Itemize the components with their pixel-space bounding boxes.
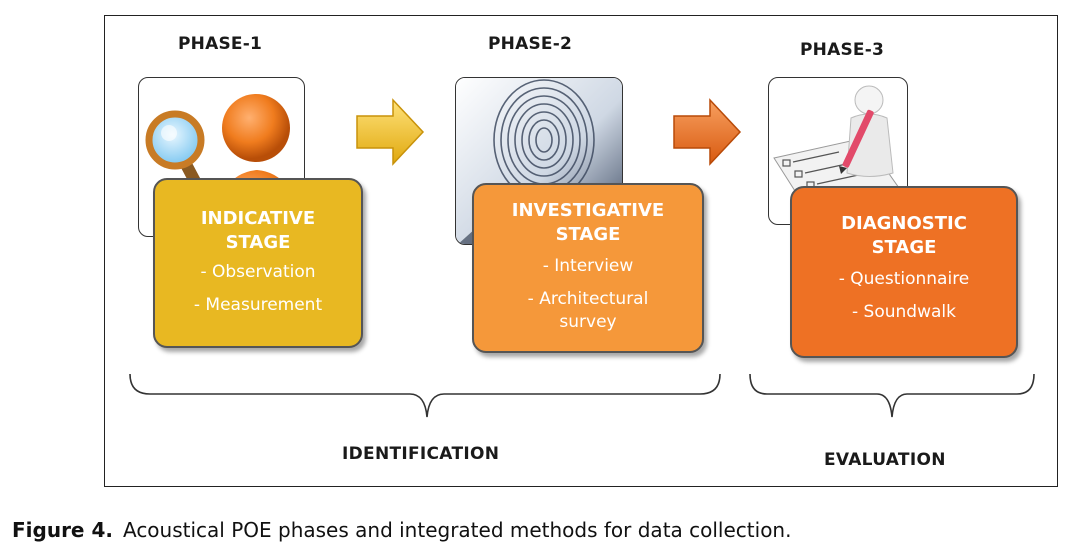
phase-2-title: PHASE-2 (488, 34, 572, 54)
arrow-right-icon (356, 98, 425, 166)
stage-item: - Architectural (527, 289, 649, 309)
stage-title-line: STAGE (225, 232, 291, 253)
stage-title-line: INDICATIVE (200, 208, 316, 229)
figure-caption: Figure 4. Acoustical POE phases and integ… (12, 518, 791, 542)
phase-1-title: PHASE-1 (178, 34, 262, 54)
caption-label: Figure 4. (12, 518, 113, 542)
diagnostic-stage-box: DIAGNOSTIC STAGE - Questionnaire - Sound… (790, 186, 1018, 358)
indicative-stage-box: INDICATIVE STAGE - Observation - Measure… (153, 178, 363, 348)
stage-title-line: DIAGNOSTIC (841, 213, 967, 234)
evaluation-label: EVALUATION (824, 450, 946, 470)
stage-item: - Measurement (193, 295, 323, 315)
stage-item: - Questionnaire (838, 269, 970, 289)
identification-brace (129, 373, 721, 418)
stage-item: survey (559, 312, 617, 332)
stage-item: - Soundwalk (852, 302, 956, 322)
stage-item: - Observation (200, 262, 316, 282)
arrow-right-icon (673, 98, 742, 166)
identification-label: IDENTIFICATION (342, 444, 500, 464)
evaluation-brace (749, 373, 1035, 418)
stage-item: - Interview (542, 256, 634, 276)
stage-title-line: INVESTIGATIVE (511, 200, 665, 221)
stage-title-line: STAGE (555, 224, 621, 245)
investigative-stage-box: INVESTIGATIVE STAGE - Interview - Archit… (472, 183, 704, 353)
phase-3-title: PHASE-3 (800, 40, 884, 60)
stage-title-line: STAGE (871, 237, 937, 258)
caption-text: Acoustical POE phases and integrated met… (122, 518, 792, 542)
